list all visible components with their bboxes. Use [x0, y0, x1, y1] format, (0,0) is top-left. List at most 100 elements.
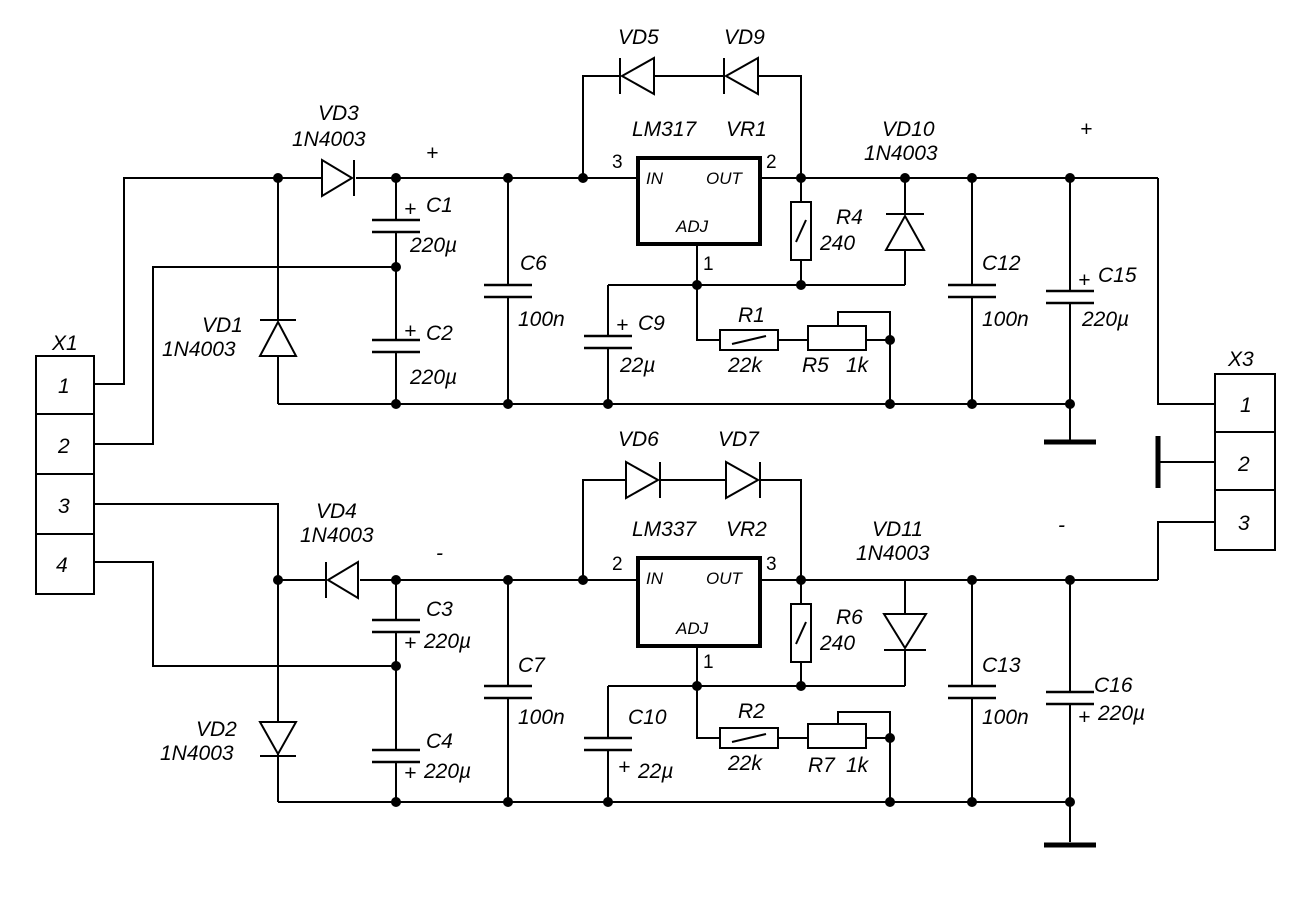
capacitor-c12: C12 100n: [948, 252, 1029, 331]
c9-name: C9: [638, 312, 665, 335]
c13-name: C13: [982, 654, 1021, 677]
sign-bottom-in: -: [436, 542, 443, 565]
vd3-name: VD3: [318, 102, 359, 125]
vr2-out-label: OUT: [706, 569, 744, 588]
vr2-out-pin: 3: [766, 554, 777, 575]
diode-vd4: VD4 1N4003: [300, 500, 374, 600]
c1-value: 220µ: [409, 234, 457, 257]
capacitor-c13: C13 100n: [948, 654, 1029, 729]
svg-text:+: +: [404, 632, 416, 655]
c16-value: 220µ: [1097, 702, 1145, 725]
vd9-name: VD9: [724, 26, 765, 49]
vr1-out-pin: 2: [766, 152, 777, 173]
diode-vd6: VD6: [618, 428, 661, 500]
diode-vd5: VD5: [618, 26, 659, 96]
sign-top-out: +: [1080, 118, 1092, 141]
vr2-in-pin: 2: [612, 554, 623, 575]
resistor-r1: R1 22k: [719, 304, 779, 377]
capacitor-c9: + C9 22µ: [584, 312, 665, 377]
c6-name: C6: [520, 252, 547, 275]
vr1-part: LM317: [632, 118, 698, 141]
c2-name: C2: [426, 322, 453, 345]
diode-vd1: VD1 1N4003: [162, 314, 298, 361]
capacitor-c10: C10 + 22µ: [584, 706, 673, 783]
c10-value: 22µ: [637, 760, 673, 783]
vd2-name: VD2: [196, 718, 237, 741]
x1-pin-3: 3: [58, 495, 70, 518]
vd6-name: VD6: [618, 428, 659, 451]
potentiometer-r7: R7 1k: [807, 723, 870, 777]
c4-value: 220µ: [423, 760, 471, 783]
vr1-adj-pin: 1: [703, 254, 714, 275]
vd3-part: 1N4003: [292, 128, 366, 151]
x1-pin-1: 1: [58, 375, 70, 398]
c12-name: C12: [982, 252, 1021, 275]
c15-value: 220µ: [1081, 308, 1129, 331]
c3-value: 220µ: [423, 630, 471, 653]
vr1-name: VR1: [726, 118, 767, 141]
svg-text:+: +: [1078, 269, 1090, 292]
diode-vd11: VD11 1N4003: [856, 518, 930, 651]
r4-name: R4: [836, 206, 863, 229]
r1-value: 22k: [727, 354, 763, 377]
c13-value: 100n: [982, 706, 1029, 729]
capacitor-c16: C16 + 220µ: [1046, 674, 1145, 729]
resistor-r4: R4 240: [790, 201, 863, 261]
connector-x3: X3 1 2 3: [1214, 348, 1276, 551]
svg-text:+: +: [1078, 706, 1090, 729]
vd11-name: VD11: [872, 518, 923, 541]
diode-vd2: VD2 1N4003: [160, 718, 298, 765]
diode-vd3: VD3 1N4003: [292, 102, 366, 198]
x3-pin-3: 3: [1238, 512, 1250, 535]
c10-name: C10: [628, 706, 667, 729]
vr1-out-label: OUT: [706, 169, 744, 188]
capacitor-c7: C7 100n: [484, 654, 565, 729]
vr2-in-label: IN: [646, 569, 664, 588]
r7-name: R7: [808, 754, 836, 777]
vd10-name: VD10: [882, 118, 935, 141]
diode-vd7: VD7: [718, 428, 761, 500]
vd2-part: 1N4003: [160, 742, 234, 765]
x1-pin-2: 2: [57, 435, 70, 458]
sign-bottom-out: -: [1058, 514, 1065, 537]
regulator-vr2: IN OUT ADJ 2 3 1 LM337 VR2: [612, 518, 777, 673]
c7-value: 100n: [518, 706, 565, 729]
vd1-part: 1N4003: [162, 338, 236, 361]
r6-name: R6: [836, 606, 863, 629]
svg-text:+: +: [616, 314, 628, 337]
vd1-name: VD1: [202, 314, 243, 337]
c9-value: 22µ: [619, 354, 655, 377]
connector-x1: X1 1 2 3 4: [35, 332, 95, 595]
svg-text:+: +: [618, 756, 630, 779]
vr2-part: LM337: [632, 518, 698, 541]
vr2-name: VR2: [726, 518, 767, 541]
vd4-name: VD4: [316, 500, 357, 523]
r5-value: 1k: [846, 354, 870, 377]
c1-name: C1: [426, 194, 453, 217]
vd11-part: 1N4003: [856, 542, 930, 565]
diode-vd10: VD10 1N4003: [864, 118, 938, 251]
wires: [94, 75, 1215, 842]
junction-dots: [273, 173, 1075, 807]
capacitor-c15: + C15 220µ: [1046, 264, 1137, 331]
x3-pin-1: 1: [1240, 394, 1252, 417]
vr2-adj-pin: 1: [703, 652, 714, 673]
x3-label: X3: [1227, 348, 1254, 371]
vr1-in-pin: 3: [612, 152, 623, 173]
capacitor-c6: C6 100n: [484, 252, 565, 331]
svg-text:+: +: [404, 762, 416, 785]
x1-pin-4: 4: [56, 554, 68, 577]
r5-name: R5: [802, 354, 829, 377]
svg-text:+: +: [404, 320, 416, 343]
c12-value: 100n: [982, 308, 1029, 331]
vr1-in-label: IN: [646, 169, 664, 188]
c6-value: 100n: [518, 308, 565, 331]
svg-text:+: +: [404, 198, 416, 221]
r2-value: 22k: [727, 752, 763, 775]
capacitor-c2: + C2 220µ: [372, 320, 457, 389]
c3-name: C3: [426, 598, 453, 621]
r1-name: R1: [738, 304, 765, 327]
x1-label: X1: [51, 332, 78, 355]
x3-pin-2: 2: [1237, 453, 1250, 476]
